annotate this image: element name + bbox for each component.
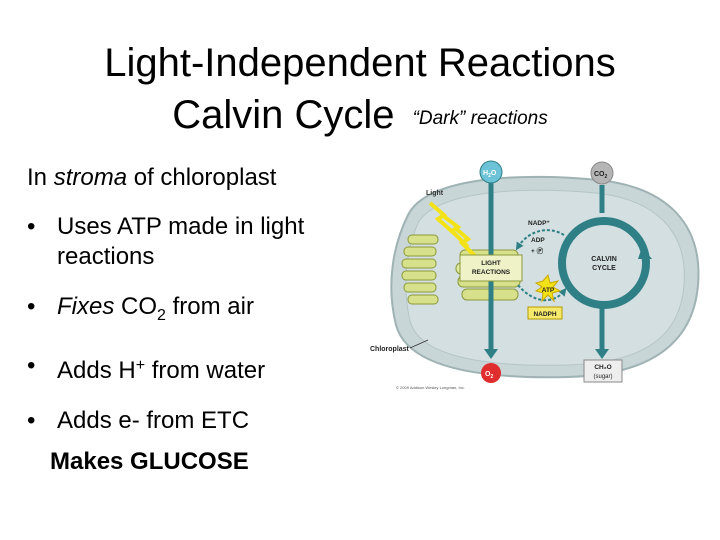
bullet-dot: • — [27, 352, 36, 379]
light-reactions-box — [459, 254, 523, 282]
title-calvin-cycle: Calvin Cycle — [172, 93, 395, 137]
bullet-co: CO — [114, 293, 158, 320]
sugar-arrow-head — [595, 349, 609, 359]
bullet-dot: • — [27, 213, 36, 240]
bullet-item-e: • Adds e- from ETC — [27, 406, 367, 436]
chloroplast-label: Chloroplast — [370, 346, 410, 353]
calvin-label-2: CYCLE — [592, 265, 616, 272]
slide-title-line2: Calvin Cycle “Dark” reactions — [0, 92, 720, 142]
h2o-label: H2O — [483, 170, 497, 179]
calvin-cycle-arrowhead — [638, 247, 652, 259]
nadph-label: NADPH — [533, 311, 556, 318]
bullet-item-atp: • Uses ATP made in light reactions — [27, 212, 367, 272]
bullet-dot: • — [27, 293, 36, 320]
bullet-h-sup: + — [135, 357, 146, 374]
pi-label: + Ⓟ — [531, 246, 544, 255]
bullet-co2-sub: 2 — [157, 307, 166, 324]
nadp-label: NADP⁺ — [528, 220, 550, 227]
bullet-from-water: from water — [145, 357, 266, 384]
atp-nadph-forward-arrow — [517, 284, 567, 301]
bullet-text: Adds e- from ETC — [57, 407, 250, 434]
atp-burst-icon — [534, 273, 562, 303]
bullet-text: Uses ATP made in light reactions — [57, 213, 305, 270]
title-dark-reactions: “Dark” reactions — [412, 108, 548, 129]
light-label: Light — [426, 190, 444, 197]
calvin-label-1: CALVIN — [591, 256, 617, 263]
calvin-cycle-diagram: Light H2O O2 LIGHT REACTIONS CO2 CALVIN … — [370, 160, 700, 390]
h2o-node — [479, 160, 503, 184]
co2-node — [590, 161, 614, 185]
bullet-from-air: from air — [165, 293, 254, 320]
o2-node — [481, 363, 501, 383]
sugar-box — [583, 359, 623, 383]
co2-label: CO2 — [594, 171, 608, 180]
bullet-adds-h: Adds H — [57, 357, 136, 384]
bullet-list: • Uses ATP made in light reactions • Fixes… — [27, 212, 367, 456]
light-rays — [428, 201, 478, 259]
atp-label: ATP — [542, 287, 555, 294]
nadp-adp-return-arrow — [515, 229, 565, 251]
chloroplast-pointer — [409, 339, 429, 349]
bullet-item-co2: • Fixes CO2 from air — [27, 292, 367, 331]
thylakoid-stack-left — [401, 234, 439, 305]
h2o-arrow-head — [484, 349, 498, 359]
intro-post: of chloroplast — [127, 164, 277, 191]
sugar-label: (sugar) — [593, 374, 612, 380]
light-reactions-label-2: REACTIONS — [472, 269, 511, 276]
ch2o-label: CH₂O — [594, 364, 611, 371]
bullet-dot: • — [27, 407, 36, 434]
slide-title-line1: Light-Independent Reactions — [104, 41, 616, 85]
adp-label: ADP — [531, 237, 545, 244]
copyright-note: © 2009 Addison Wesley Longman, Inc. — [396, 385, 465, 390]
intro-pre: In — [27, 164, 54, 191]
intro-stroma: stroma — [53, 164, 128, 191]
bullet-item-h: • Adds H+ from water — [27, 351, 367, 386]
bullet-fixes: Fixes — [57, 293, 115, 320]
makes-glucose: Makes GLUCOSE — [50, 448, 249, 475]
o2-label: O2 — [485, 371, 493, 380]
nadph-box — [527, 306, 563, 320]
intro-line: In stroma of chloroplast — [27, 164, 276, 192]
light-reactions-label-1: LIGHT — [481, 260, 501, 267]
